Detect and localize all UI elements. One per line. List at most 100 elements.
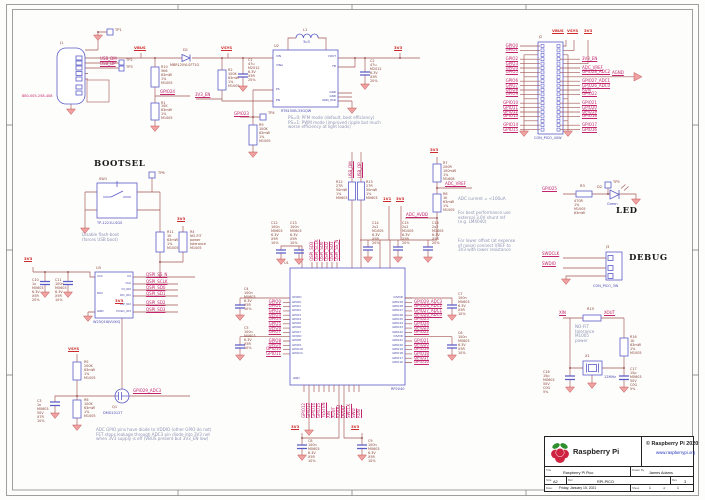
header-pad [556,110,561,114]
pin-label: GPIO6 [292,325,301,330]
gnd-symbol [560,278,572,285]
pin-label: GPIO16 [392,359,403,364]
value-label: C17 15p M0603 50V C0G 5% [630,367,642,391]
testpoint-tp2 [118,59,125,66]
header-pad [540,57,545,62]
resistor-r10 [150,66,160,88]
junction-dot [607,193,609,195]
power-flag: VSYS [221,45,233,51]
part-label: TP-1221U-SGS [97,221,123,225]
testpoint-tp4 [259,113,267,121]
net-label: XIN [559,309,566,315]
pin-label: GPIO7 [292,329,301,334]
power-flag: VSYS [68,346,80,352]
net-label: GPIO22 [414,329,429,335]
net-label: GPIO11 [503,104,518,110]
pin-label: GPIO23 [392,325,403,330]
net-label: GPIO23 [414,324,429,330]
ref-label: TP4 [268,111,275,115]
net-label: GPIO0 [268,299,281,305]
header-pad [540,44,545,48]
header-pad [540,123,545,127]
ref-label: TP5 [613,180,620,184]
header-pad [540,48,545,53]
testpoint-tp5 [604,181,612,189]
gnd-symbol [562,130,574,137]
gnd-symbol [71,424,83,431]
pin-label: GPIO9 [292,342,301,347]
ref-label: J2 [539,35,543,39]
crystal-electrodes [586,363,599,373]
net-label: GPIO27_ADC1 [414,307,443,313]
value-label: C16 15p M0603 50V C0G 5% [543,370,555,394]
diodes [181,53,620,200]
net-label: GPIO4 [505,65,518,70]
net-label: GPIO5 [268,320,281,326]
gnd-symbol [392,256,404,263]
resistor-r13 [357,181,365,201]
pin-header-j2 [537,41,564,135]
value-label: C1 47u M2012 6.3V X5R 20% [248,58,260,82]
note-text: Disable flash-boot (forces USB boot) [82,232,119,242]
website-link[interactable]: www.raspberrypi.org [656,450,696,455]
junction-dot [97,31,99,33]
power-flag: VBUS [134,45,146,51]
debug-wires [563,257,608,279]
net-label: GPIO10 [266,346,281,352]
header-pad [556,75,561,79]
net-label: GPIO16 [414,359,429,365]
value-label: R8 1K 63mW 1% M1005 [443,192,455,212]
net-label: GPIO29_ADC3 [133,388,162,393]
junction-dot [623,367,625,369]
part-label: DMG1012T [103,410,123,415]
bootsel-wires [84,178,184,277]
net-label: GPIO3 [268,312,281,317]
value-label: R11 1K 63mW 1% M1005 [167,230,179,250]
net-label: GPIO9 [268,342,281,348]
net-label: GPIO27_ADC1 [582,78,611,84]
gnd-symbol [346,107,358,114]
net-label: GPIO24 [414,320,429,326]
value-label: C18 2u2 M1005 6.3V X5R 20% [432,221,444,245]
value-label: C9 100n M0603 6.3V X5R 10% [368,439,380,463]
header-pad [556,105,561,110]
junction-dot [436,217,438,219]
net-label: QSPI_SD0 [146,284,166,290]
header-pad [540,101,545,105]
gnd-symbol [296,454,308,461]
value-label: C14 2u2 M1005 6.3V X5R 20% [372,221,384,245]
header-pad [556,123,561,127]
led-d2 [609,189,620,200]
net-label: GPIO3 [505,60,518,66]
date-label: Date: [546,486,553,490]
header-pad [556,48,561,53]
header-pad [540,88,545,92]
value-label: R6 100K 63mW 1% M1005 [84,398,96,418]
power-flag: VBUS [552,28,564,34]
diode-d1 [181,53,191,63]
net-label: USB_DM [348,161,353,178]
title-block: Raspberry Pi © Raspberry Pi 2020 www.ras… [544,436,698,492]
net-label: QSPI_SD1 [146,290,166,296]
junction-dot [242,57,244,59]
part-label: RT6150B-33GQW [281,109,312,113]
value-label: R12 27R 50mW 1% M0603 [336,180,348,200]
header-pad [556,70,561,75]
power-flag: 3V3 [24,256,33,262]
pin-label: VIN [276,54,281,58]
net-label: GPIO28_ADC2 [582,69,611,75]
gnd-symbol [618,386,630,393]
junction-dot [159,276,161,278]
ref-label: SW1 [99,177,108,181]
sheet-label: Sheet [632,486,640,490]
net-label: XOUT [604,309,616,315]
header-pad [556,79,561,83]
gnd-symbol [293,258,305,265]
ref-label: R15 [587,307,595,311]
pin-label: GPIO4 [292,316,301,321]
switch-contacts [103,181,131,198]
ref-label: J1 [60,41,64,45]
ref-label: D1 [183,48,189,52]
net-label: GPIO0 [505,43,518,48]
note-text: For lower offset (at expense of noise) c… [458,238,516,253]
